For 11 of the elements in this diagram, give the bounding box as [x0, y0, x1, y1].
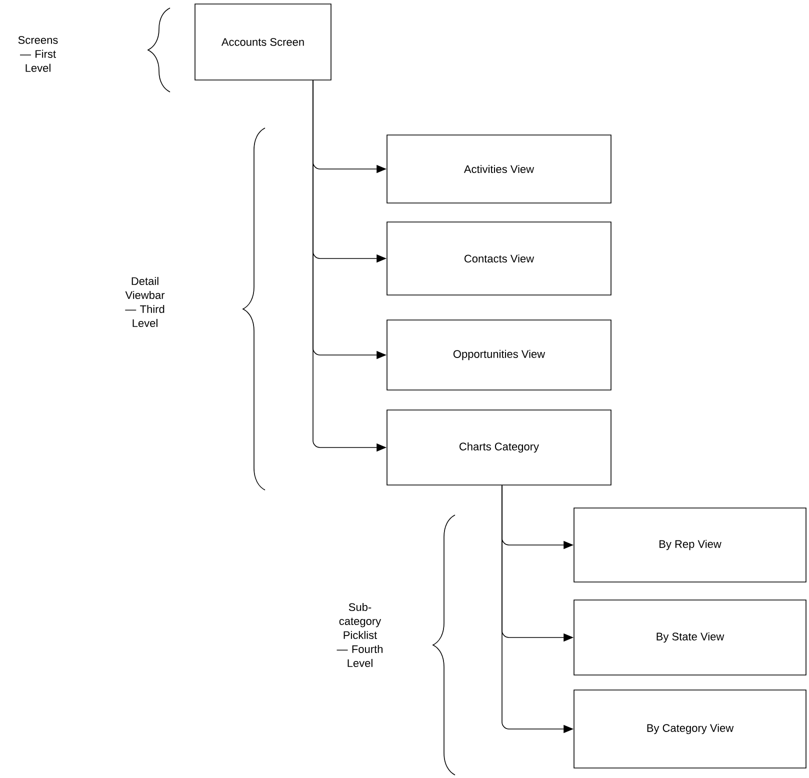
view-box: By Category View — [574, 690, 806, 768]
view-box: Charts Category — [386, 410, 612, 486]
level-label: Screens — First Level — [18, 36, 58, 72]
view-box: Accounts Screen — [194, 4, 332, 80]
view-box: Opportunities View — [386, 320, 612, 390]
view-box: By Rep View — [574, 508, 806, 582]
view-box: Activities View — [386, 134, 612, 204]
view-box: Contacts View — [386, 222, 612, 296]
view-box: By State View — [574, 600, 806, 676]
level-label: Detail Viewbar — Third Level — [125, 276, 165, 328]
level-label: Sub-category Picklist — Fourth Level — [336, 602, 382, 668]
